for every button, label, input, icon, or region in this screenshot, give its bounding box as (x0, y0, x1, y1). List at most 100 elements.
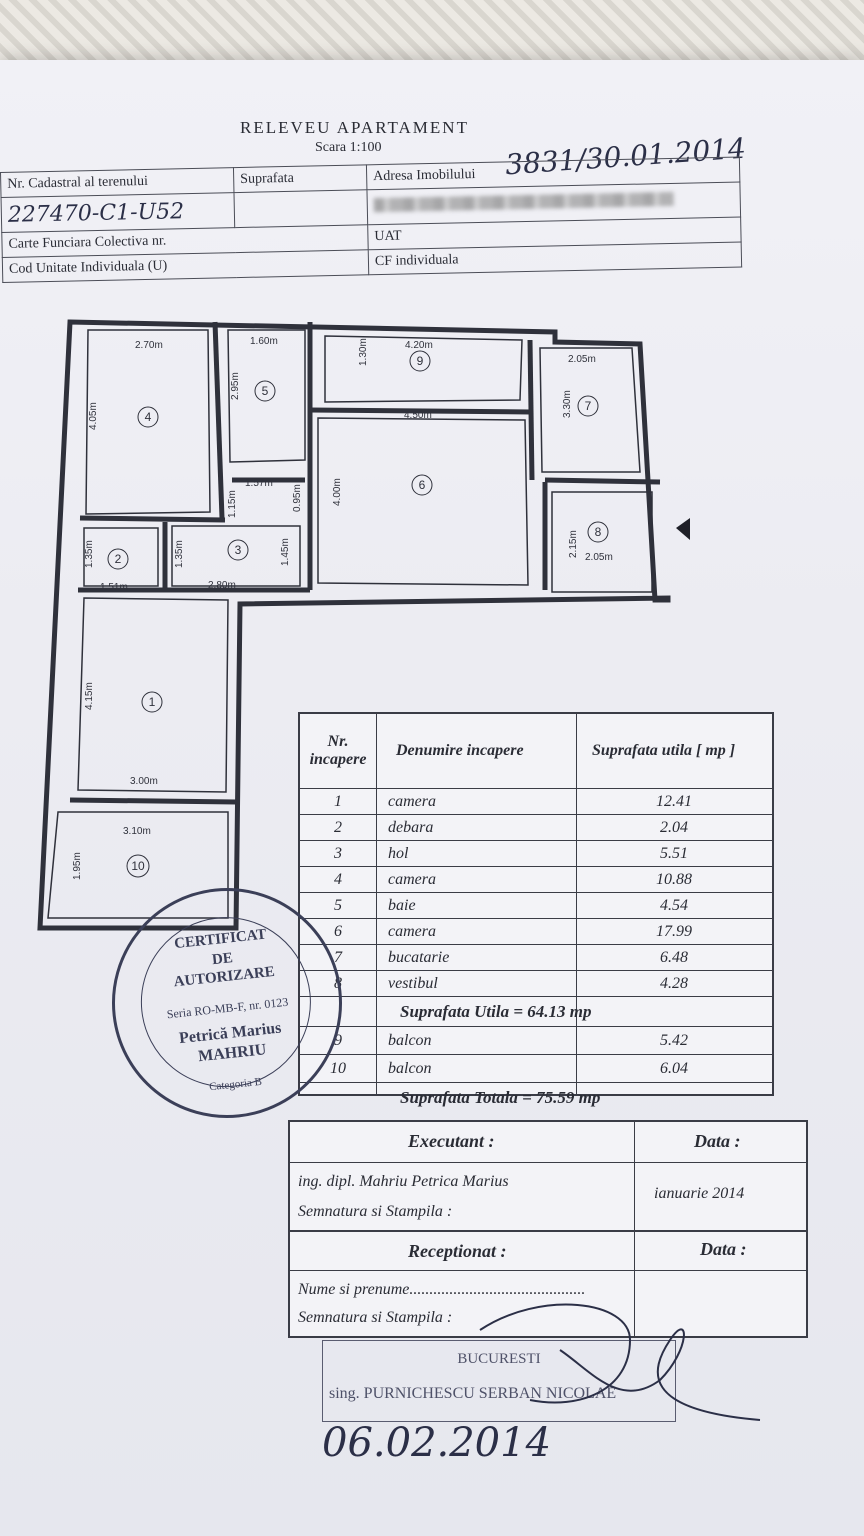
dim-label: 2.70m (135, 340, 163, 351)
room-number: 4 (145, 410, 152, 424)
dim-label: 0.95m (292, 484, 303, 512)
table-row: 6 camera 17.99 (300, 918, 772, 945)
room-nr-cell: 7 (334, 949, 342, 966)
dim-label: 1.57m (245, 478, 273, 489)
bottom-stamp: BUCURESTI sing. PURNICHESCU SERBAN NICOL… (322, 1340, 676, 1422)
room-nr-cell: 8 (334, 975, 342, 992)
dim-label: 2.05m (568, 354, 596, 365)
room-area-cell: 17.99 (656, 923, 692, 940)
room-number: 8 (595, 525, 602, 539)
executant-name: ing. dipl. Mahriu Petrica Marius (298, 1173, 509, 1190)
room-number: 7 (585, 399, 592, 413)
dim-label: 3.10m (123, 826, 151, 837)
executant-date-label: Data : (694, 1130, 741, 1151)
dim-label: 2.05m (585, 552, 613, 563)
signature-scribble (479, 1303, 761, 1421)
receptionat-signature-label: Semnatura si Stampila : (298, 1309, 453, 1326)
floorplan-drawing: 2.70m 1.60m 4.20m 2.05m 4.50m 1.57m 1.51… (37, 319, 690, 931)
receptionat-name-line: Nume si prenume.........................… (298, 1281, 586, 1298)
bottom-stamp-line1: BUCURESTI (457, 1351, 541, 1367)
room-name-cell: balcon (388, 1032, 432, 1049)
room-name-cell: camera (388, 871, 436, 888)
room-area-cell: 6.04 (660, 1060, 688, 1077)
room-number: 3 (235, 543, 242, 557)
executant-label: Executant : (408, 1130, 495, 1151)
room-name-cell: debara (388, 819, 434, 836)
dim-label: 1.60m (250, 336, 278, 347)
room-nr-cell: 3 (334, 845, 342, 862)
room-nr-cell: 5 (334, 897, 342, 914)
dim-label: 4.05m (88, 402, 99, 430)
table-row: 9 balcon 5.42 (300, 1026, 772, 1055)
receptionat-date-label: Data : (700, 1238, 747, 1259)
executant-date: ianuarie 2014 (654, 1185, 745, 1202)
room-number: 10 (131, 859, 145, 873)
executant-signature-label: Semnatura si Stampila : (298, 1203, 453, 1220)
signature-table: Executant : Data : ing. dipl. Mahriu Pet… (288, 1120, 808, 1338)
bottom-stamp-line2: sing. PURNICHESCU SERBAN NICOLAE (329, 1385, 617, 1402)
room-area-cell: 12.41 (656, 793, 692, 810)
table-row: 7 bucatarie 6.48 (300, 944, 772, 971)
dim-label: 1.35m (174, 540, 185, 568)
total-cell: Suprafata Utila = 64.13 mp (400, 1002, 592, 1021)
room-area-cell: 6.48 (660, 949, 688, 966)
room-nr-cell: 9 (334, 1032, 342, 1049)
dim-label: 4.15m (84, 682, 95, 710)
cadastral-value: 227470-C1-U52 (1, 192, 235, 233)
rooms-table: Nr. incapere Denumire incapere Suprafata… (298, 712, 774, 1107)
dim-label: 3.00m (130, 776, 158, 787)
room-name-cell: vestibul (388, 975, 438, 992)
dim-label: 2.80m (208, 580, 236, 591)
room-name-cell: camera (388, 793, 436, 810)
table-row: 5 baie 4.54 (300, 892, 772, 919)
entrance-arrow-icon (676, 518, 690, 540)
room-name-cell: balcon (388, 1060, 432, 1077)
table-row: 1 camera 12.41 (300, 788, 772, 815)
dim-label: 1.51m (100, 582, 128, 593)
table-row: 4 camera 10.88 (300, 866, 772, 893)
table-row: 2 debara 2.04 (300, 814, 772, 841)
dim-label: 1.35m (84, 540, 95, 568)
room-name-cell: bucatarie (388, 949, 450, 966)
room-nr-cell: 4 (334, 871, 342, 888)
dim-label: 1.45m (280, 538, 291, 566)
scale-label: Scara 1:100 (315, 140, 382, 155)
room-nr-cell: 2 (334, 819, 342, 836)
dim-label: 3.30m (562, 390, 573, 418)
dim-label: 4.50m (404, 410, 432, 421)
header-table: Nr. Cadastral al terenului Suprafata Adr… (0, 157, 742, 283)
surface-label: Suprafata (233, 164, 367, 193)
room-area-cell: 4.54 (660, 897, 688, 914)
handwritten-date: 06.02.2014 (322, 1420, 552, 1466)
table-row: 8 vestibul 4.28 (300, 970, 772, 997)
document-title: RELEVEU APARTAMENT (240, 118, 469, 137)
dim-label: 4.20m (405, 340, 433, 351)
room-number: 2 (115, 552, 122, 566)
room-area-cell: 2.04 (660, 819, 688, 836)
receptionat-label: Receptionat : (408, 1240, 507, 1261)
room-nr-cell: 1 (334, 793, 342, 810)
room-number: 1 (149, 695, 156, 709)
room-area-cell: 5.42 (660, 1032, 688, 1049)
dim-label: 1.30m (358, 338, 369, 366)
dim-label: 2.15m (568, 530, 579, 558)
dim-label: 2.95m (230, 372, 241, 400)
room-area-cell: 5.51 (660, 845, 688, 862)
room-area-cell: 4.28 (660, 975, 688, 992)
room-number: 5 (262, 384, 269, 398)
dim-label: 1.95m (72, 852, 83, 880)
room-name-cell: baie (388, 897, 416, 914)
room-name-cell: camera (388, 923, 436, 940)
room-number: 6 (419, 478, 426, 492)
room-nr-cell: 6 (334, 923, 342, 940)
room-area-cell: 10.88 (656, 871, 692, 888)
total-cell: Suprafata Totala = 75.59 mp (400, 1088, 601, 1107)
total-row: Suprafata Utila = 64.13 mp (300, 996, 772, 1027)
col-header-name: Denumire incapere (396, 742, 524, 759)
dim-label: 4.00m (332, 478, 343, 506)
col-header-nr: Nr. incapere (309, 733, 367, 768)
dim-label: 1.15m (227, 490, 238, 518)
blurred-address (373, 191, 674, 212)
